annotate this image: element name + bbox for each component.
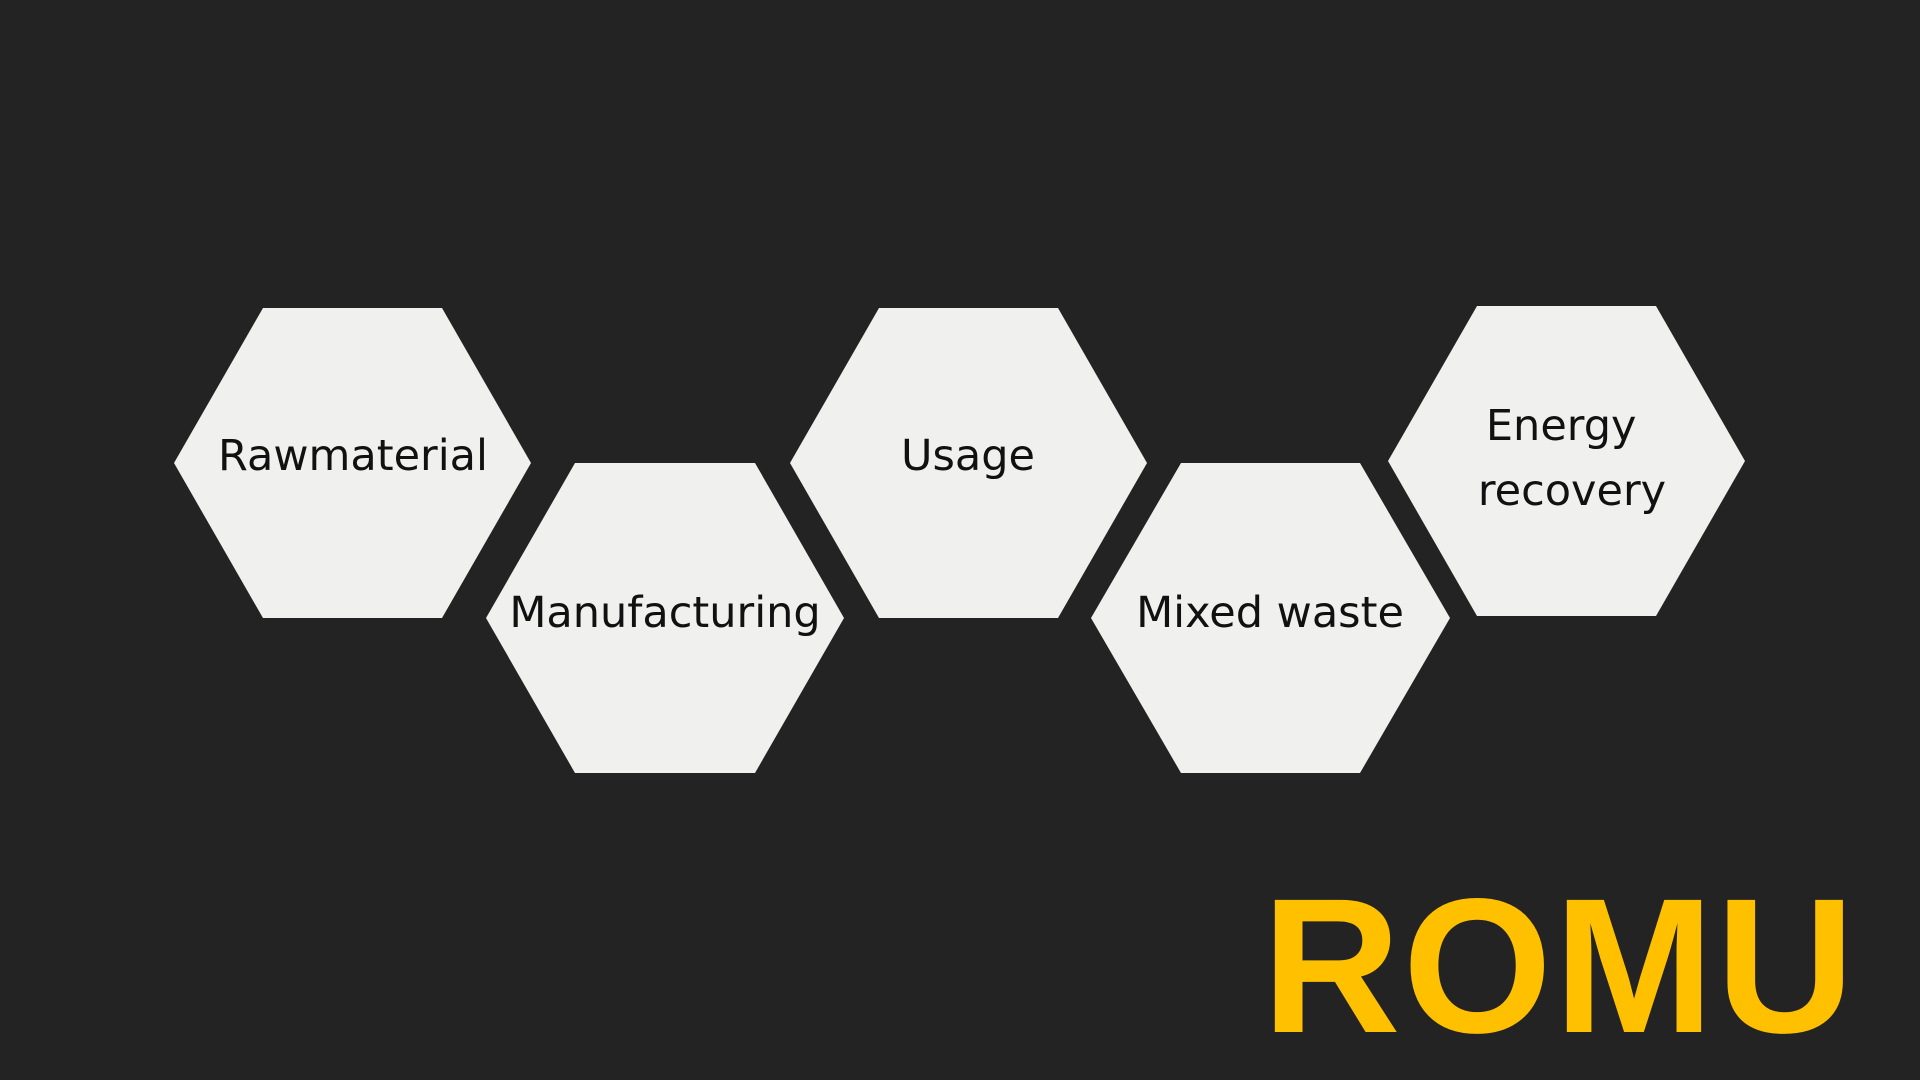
hexagon-shape [486,463,844,773]
hexagon-node-usage: Usage [790,308,1147,618]
hexagon-shape [790,308,1147,618]
hexagon-node-mixed-waste: Mixed waste [1091,463,1450,773]
hexagon-label: Mixed waste [1136,588,1404,638]
hexagon-label: Rawmaterial [218,431,488,481]
hexagon-label: Usage [901,431,1035,481]
romu-logo: ROMU [1262,872,1857,1060]
hexagon-shape [174,308,531,618]
hexagon-shape [1388,306,1745,616]
hexagon-shape [1091,463,1450,773]
hexagon-node-energy-recovery: Energy recovery [1388,306,1745,616]
hexagon-node-rawmaterial: Rawmaterial [174,308,531,618]
hexagon-node-manufacturing: Manufacturing [486,463,844,773]
hexagon-label: Energy recovery [1478,401,1666,516]
hexagon-label: Manufacturing [509,588,820,638]
